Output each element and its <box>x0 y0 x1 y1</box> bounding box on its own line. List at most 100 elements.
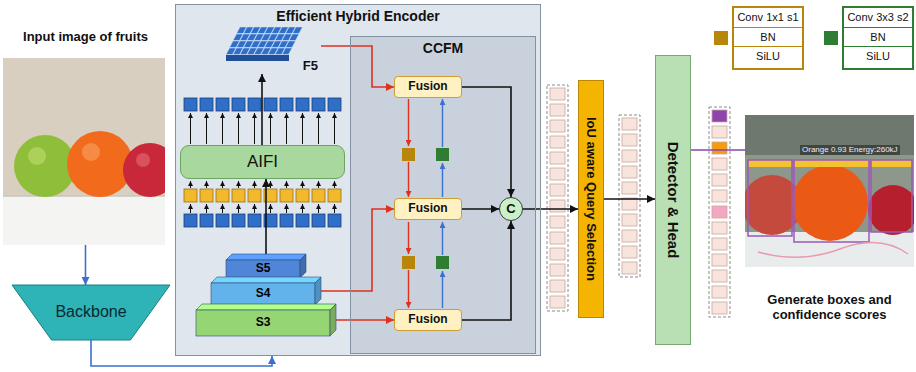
token-arrow <box>190 181 191 188</box>
node-text: Backbone <box>55 303 126 321</box>
token-square <box>184 214 197 227</box>
query-token <box>622 166 637 178</box>
token-square <box>200 189 213 202</box>
token-arrow <box>318 113 319 144</box>
token-arrow <box>270 113 271 144</box>
trapezoid-shape <box>12 285 170 340</box>
node-text: S5 <box>256 262 271 276</box>
query-token <box>622 262 637 274</box>
query-token <box>550 184 565 196</box>
class-tag <box>871 160 912 167</box>
token-arrow <box>286 113 287 144</box>
token-arrow <box>286 204 287 213</box>
query-token <box>550 280 565 292</box>
bottom-up-path <box>442 99 443 147</box>
orange-fruit <box>67 131 133 197</box>
token-column-outline <box>619 115 640 277</box>
query-selection-bar: IoU aware Query Selection <box>578 80 604 318</box>
token-arrow <box>222 204 223 213</box>
connector-arrow <box>462 87 511 197</box>
token-square <box>264 98 277 111</box>
conv-block: Conv 1x1 s1BNSiLU <box>732 6 804 70</box>
top-down-path <box>408 222 409 254</box>
node-text: S4 <box>256 287 271 301</box>
output-photo <box>745 115 914 267</box>
top-down-path <box>408 270 409 308</box>
token-arrow <box>270 204 271 213</box>
apple-highlight <box>136 153 150 167</box>
concat-circle: C <box>499 197 523 221</box>
token-square <box>312 214 325 227</box>
slab-side <box>330 304 336 336</box>
fusion-box: Fusion <box>394 76 462 98</box>
conv3x3-square <box>436 148 449 161</box>
query-token <box>712 174 727 186</box>
bounding-box <box>748 160 792 236</box>
orange-fruit <box>792 165 868 241</box>
slab-side <box>315 277 321 305</box>
grid-front <box>226 55 289 61</box>
conv1x1-square <box>402 148 415 161</box>
bounding-box <box>871 160 912 232</box>
connector-arrow <box>321 209 394 291</box>
token-square <box>200 214 213 227</box>
query-token <box>550 200 565 212</box>
token-square <box>232 189 245 202</box>
connector-arrow <box>336 319 394 321</box>
detector-head-bar: Detector & Head <box>655 55 691 345</box>
token-square <box>248 98 261 111</box>
query-token <box>550 232 565 244</box>
feature-slab: S5 <box>226 254 306 278</box>
apple-highlight <box>28 147 46 165</box>
query-token <box>550 248 565 260</box>
token-arrow <box>334 204 335 213</box>
query-token <box>712 206 727 218</box>
input-photo <box>3 58 165 245</box>
query-token <box>712 126 727 138</box>
bottom-up-path <box>442 222 443 255</box>
node-text: Generate boxes and confidence scores <box>745 293 914 325</box>
token-arrow <box>286 181 287 188</box>
query-token <box>622 182 637 194</box>
token-arrow <box>254 204 255 213</box>
query-token <box>622 150 637 162</box>
token-square <box>216 214 229 227</box>
query-token <box>712 270 727 282</box>
query-token <box>622 118 637 130</box>
ccfm-panel: CCFMFusionFusionFusionC <box>350 36 536 354</box>
node-text: F5 <box>303 59 321 74</box>
token-arrow <box>206 204 207 213</box>
ccfm-panel-fill <box>350 36 536 354</box>
token-square <box>248 189 261 202</box>
grid-cell <box>289 34 299 41</box>
token-arrow <box>238 181 239 188</box>
connector-arrow <box>462 208 499 210</box>
query-token <box>622 230 637 242</box>
conv3x3-square <box>436 256 449 269</box>
token-square <box>280 189 293 202</box>
token-column-outline <box>709 107 730 317</box>
node-text: Conv 3x3 s2 <box>844 8 912 28</box>
token-square <box>328 214 341 227</box>
photo-shelf <box>3 196 165 245</box>
token-arrow <box>190 204 191 213</box>
connector-arrow <box>91 340 272 366</box>
query-token <box>622 246 637 258</box>
query-token <box>712 142 727 154</box>
slab-front <box>226 260 300 278</box>
query-token <box>550 296 565 308</box>
slab-front <box>211 283 315 305</box>
token-arrow <box>206 113 207 144</box>
node-text: BN <box>844 28 912 48</box>
query-token <box>622 134 637 146</box>
fusion-box: Fusion <box>394 198 462 220</box>
grid-cell <box>282 48 292 55</box>
query-token <box>712 254 727 266</box>
token-square <box>328 189 341 202</box>
token-arrow <box>334 113 335 144</box>
conv1x1-square <box>714 31 728 45</box>
token-square <box>200 98 213 111</box>
node-text: SiLU <box>844 47 912 66</box>
node-text: Fusion <box>408 313 447 327</box>
query-token <box>712 110 727 122</box>
